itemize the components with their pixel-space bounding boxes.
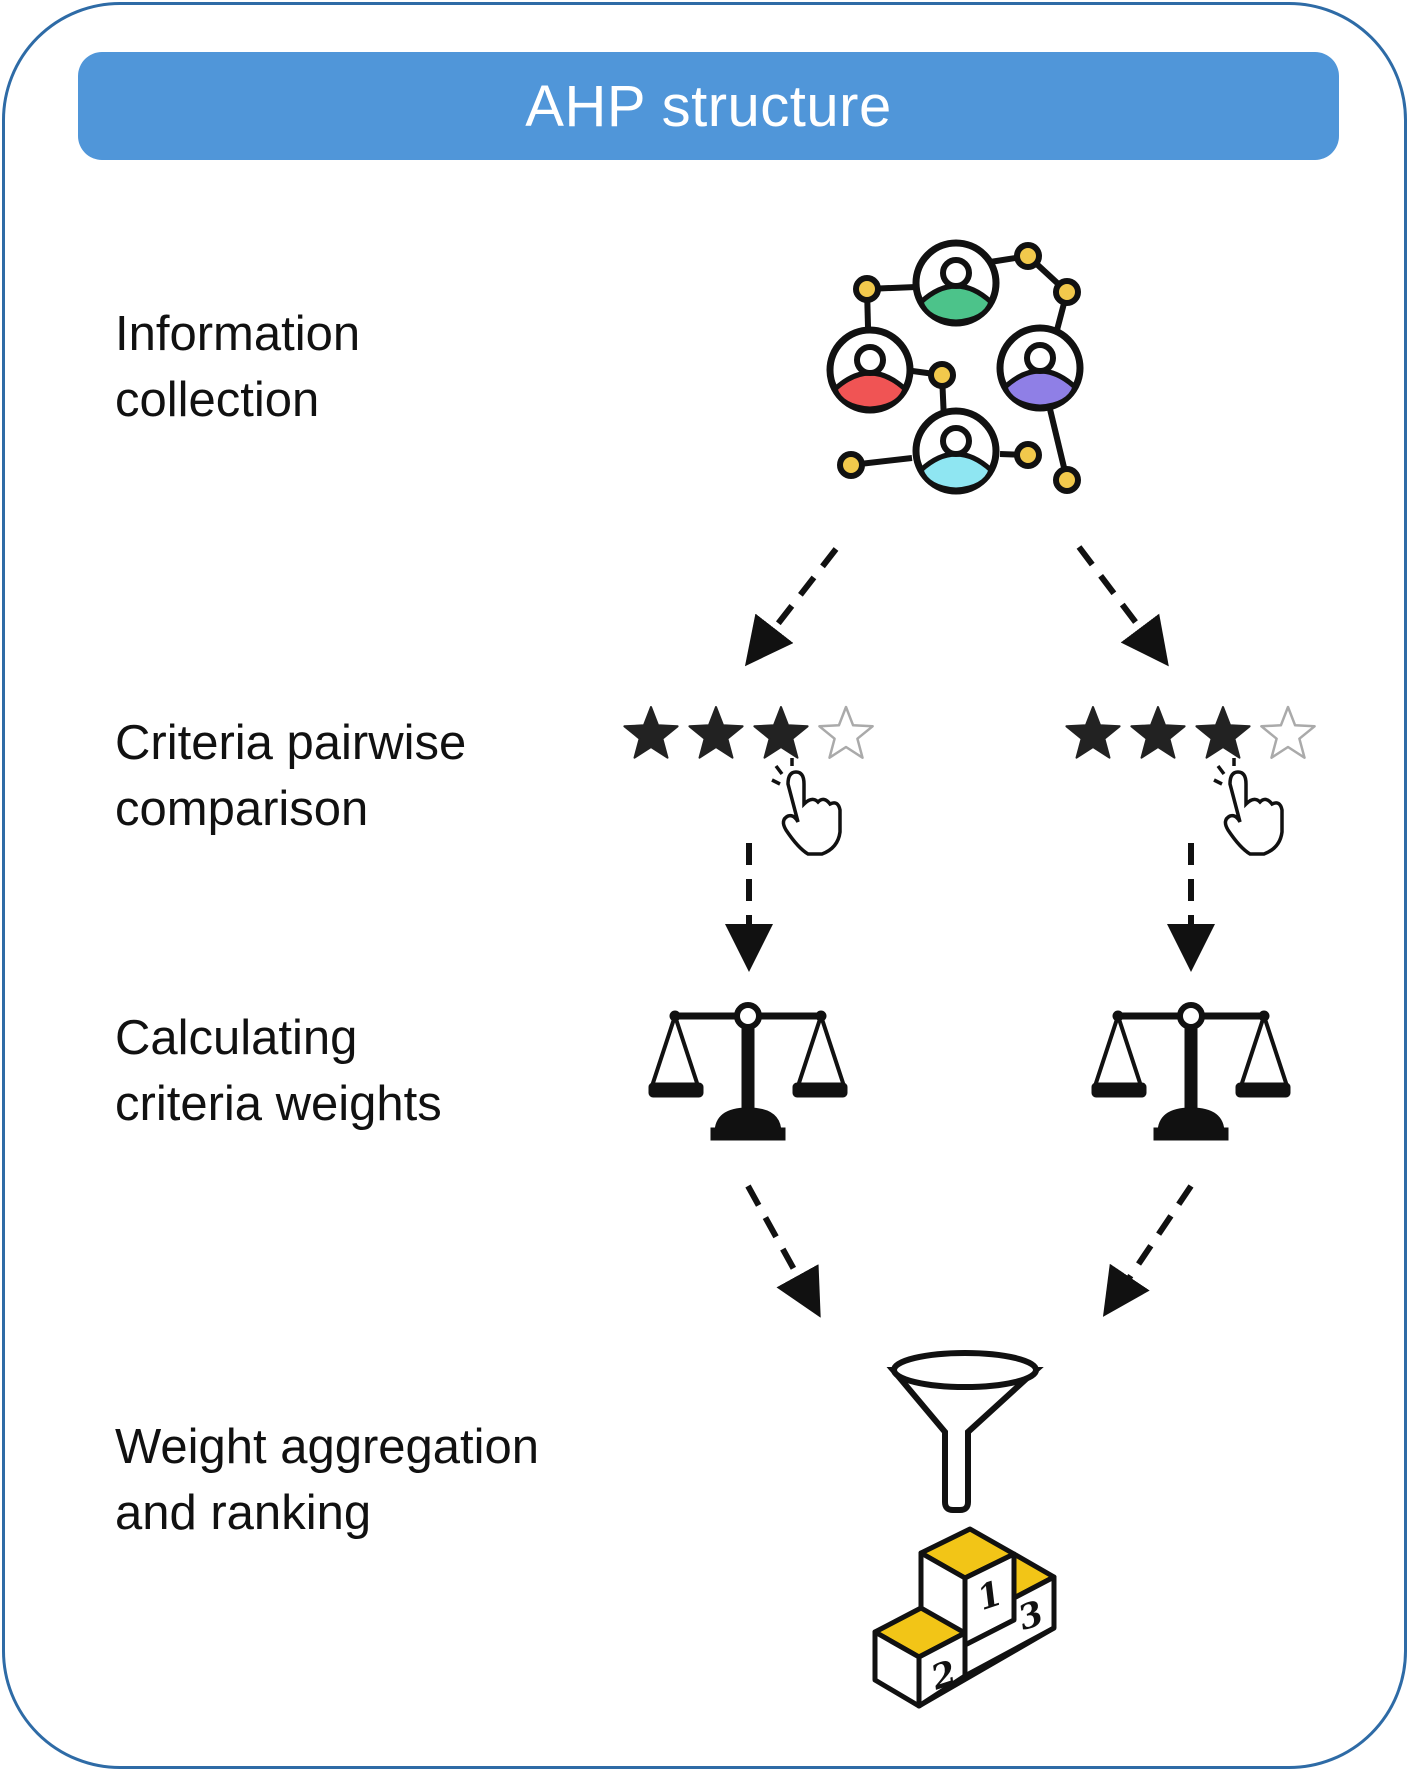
- step-label-line: and ranking: [115, 1486, 372, 1540]
- flow-arrow: [744, 547, 839, 667]
- person-purple-icon: [996, 324, 1084, 412]
- star-rating-icon: [623, 705, 874, 856]
- person-cyan-icon: [912, 407, 1000, 495]
- pointing-hand-icon: [1213, 758, 1284, 856]
- step-label-line: comparison: [115, 782, 369, 836]
- step-label-line: criteria weights: [115, 1077, 442, 1131]
- balance-scale-icon: [1091, 1002, 1291, 1141]
- diagram-title: AHP structure: [525, 73, 892, 139]
- person-red-icon: [826, 326, 914, 414]
- star-filled-icon: [623, 706, 679, 759]
- step-label-calculating-criteria-weights: Calculating criteria weights: [115, 1005, 442, 1137]
- step-label-line: Calculating: [115, 1011, 358, 1065]
- star-filled-icon: [688, 706, 744, 759]
- funnel-icon: [886, 1350, 1044, 1513]
- step-label-line: collection: [115, 373, 320, 427]
- people-network-icon: [826, 239, 1084, 495]
- star-filled-icon: [1065, 706, 1121, 759]
- step-label-weight-aggregation-ranking: Weight aggregation and ranking: [115, 1414, 539, 1546]
- step-label-information-collection: Information collection: [115, 301, 360, 433]
- star-filled-icon: [1195, 706, 1251, 759]
- flow-arrow: [1102, 1184, 1194, 1317]
- star-rating-icon: [1065, 705, 1316, 856]
- flow-arrow: [745, 1184, 821, 1318]
- person-green-icon: [912, 239, 1000, 327]
- star-filled-icon: [1130, 706, 1186, 759]
- step-label-line: Weight aggregation: [115, 1420, 540, 1474]
- pointing-hand-icon: [771, 758, 842, 856]
- star-empty-icon: [1260, 705, 1316, 759]
- step-label-criteria-pairwise-comparison: Criteria pairwise comparison: [115, 710, 466, 842]
- star-filled-icon: [753, 706, 809, 759]
- title-bar: AHP structure: [78, 52, 1339, 160]
- balance-scale-icon: [648, 1002, 848, 1141]
- step-label-line: Criteria pairwise: [115, 716, 467, 770]
- podium-icon: [872, 1526, 1057, 1709]
- step-label-line: Information: [115, 307, 361, 361]
- star-empty-icon: [818, 705, 874, 759]
- flow-arrow: [1076, 545, 1169, 667]
